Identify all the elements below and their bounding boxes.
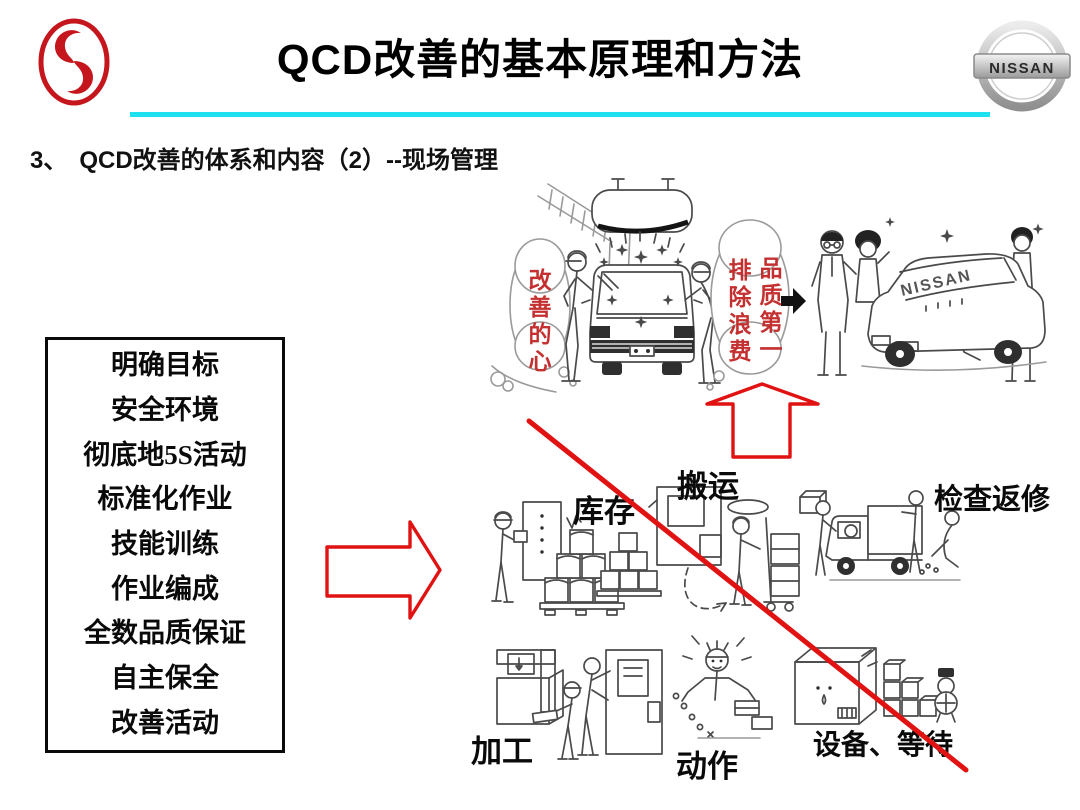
section-subtitle: 3、 QCD改善的体系和内容（2）--现场管理 xyxy=(30,147,499,174)
eliminate-waste-text: 排除浪费 xyxy=(725,258,751,366)
kaizen-cloud-bubble xyxy=(509,238,577,387)
polished-van-icon xyxy=(581,231,703,375)
list-item: 改善活动 xyxy=(111,707,219,738)
list-item: 作业编成 xyxy=(111,573,219,604)
quality-cloud-bubble xyxy=(706,219,790,391)
nissan-logo-icon: NISSAN xyxy=(973,20,1071,112)
red-right-arrow-icon xyxy=(325,520,442,620)
label-transport: 搬运 xyxy=(677,469,739,504)
waste-equipment-wait-illustration xyxy=(794,647,958,725)
waste-motion-illustration xyxy=(672,635,773,739)
list-item: 全数品质保证 xyxy=(84,618,246,649)
nissan-logo-text: NISSAN xyxy=(989,60,1055,77)
label-inventory: 库存 xyxy=(573,494,635,529)
hanging-sign-icon xyxy=(591,178,693,234)
list-item: 技能训练 xyxy=(111,529,219,560)
label-processing: 加工 xyxy=(471,734,533,769)
page-title: QCD改善的基本原理和方法 xyxy=(276,36,804,83)
improvement-items-box: 明确目标 安全环境 彻底地5S活动 标准化作业 技能训练 作业编成 全数品质保证… xyxy=(45,337,285,753)
list-item: 明确目标 xyxy=(111,350,219,381)
dongfeng-logo-icon xyxy=(38,18,110,106)
label-equipment-waiting: 设备、等待 xyxy=(813,729,954,760)
list-item: 自主保全 xyxy=(111,663,219,694)
quality-first-text: 品质第一 xyxy=(756,256,782,364)
red-up-arrow-icon xyxy=(705,382,820,459)
accent-divider-line xyxy=(130,112,990,117)
list-item: 彻底地5S活动 xyxy=(83,439,247,470)
label-motion: 动作 xyxy=(676,749,738,784)
nissan-sedan-icon: NISSAN xyxy=(861,217,1047,371)
black-right-arrow-icon xyxy=(781,288,806,314)
worker-left-icon xyxy=(561,250,593,382)
list-item: 标准化作业 xyxy=(97,484,233,515)
kaizen-heart-text: 改善的心 xyxy=(525,268,551,376)
list-item: 安全环境 xyxy=(111,395,219,426)
label-inspect-rework: 检查返修 xyxy=(934,484,1051,516)
